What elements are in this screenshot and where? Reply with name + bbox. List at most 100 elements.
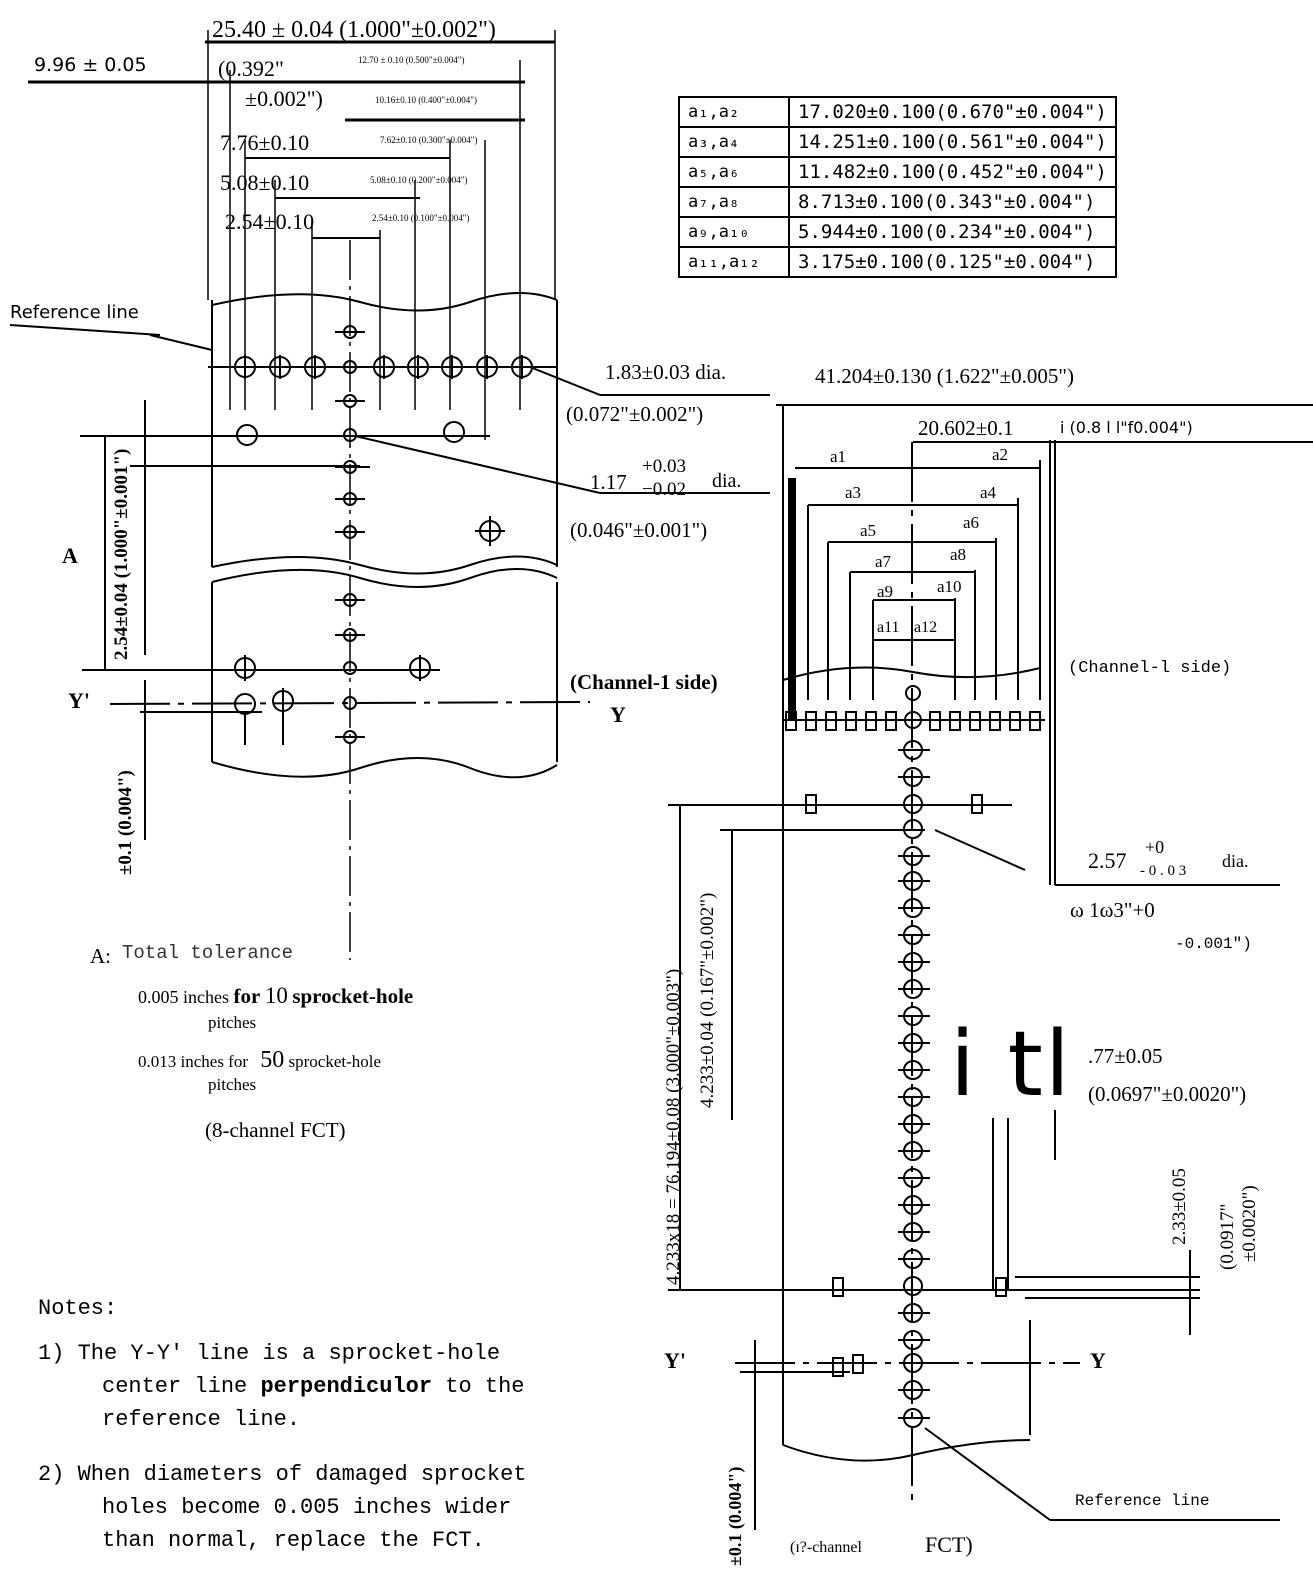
label-a6: a6 [963,513,980,532]
dim-vertical-tol-right: ±0.1 (0.004") [725,1466,745,1566]
label-a8: a8 [950,545,967,564]
label-a10: a10 [937,577,962,596]
caption-line2-sub: pitches [208,1075,257,1094]
caption-line1-tail: sprocket-hole [292,984,414,1008]
caption-line2: 0.013 inches for 50 sprocket-hole [138,1048,381,1072]
note-1-text-c: to the [445,1374,525,1399]
dim-hole-1-17-dia: dia. [712,470,742,492]
dim-41-204: 41.204±0.130 (1.622"±0.005") [815,364,1074,388]
y-prime-right: Y' [664,1348,686,1373]
y-prime-left: Y' [68,688,90,713]
dim-hole-2-57-dia: dia. [1222,851,1249,871]
left-tape-outline [211,292,558,779]
dim-2-33-in2: ±0.0020") [1239,1185,1260,1262]
label-a5: a5 [860,521,877,540]
dim-4-233: 4.233±0.04 (0.167"±0.002") [697,892,718,1108]
dim-5-08-small: 5.08±0.10 (0.200"±0.004") [370,175,468,185]
right-data-holes [668,685,1280,1530]
label-a3: a3 [845,483,862,502]
right-sprocket-holes [898,740,930,1428]
dim-hole-2-57-in: ω 1ω3"+0 [1070,898,1155,922]
notes-block: Notes: 1) The Y-Y' line is a sprocket-ho… [38,1292,526,1557]
channel-1-side-right: (Channel-l side) [1068,659,1232,678]
dim-1-77-in: (0.0697"±0.0020") [1088,1082,1247,1106]
table-key: a₁,a₂ [678,96,790,128]
table-key: a₁₁,a₁₂ [678,246,790,278]
dim-hole-1-83: 1.83±0.03 dia. [605,360,727,384]
table-value: 3.175±0.100(0.125"±0.004") [788,246,1117,278]
note-2-line-a: 2) When diameters of damaged sprocket [38,1462,527,1487]
label-a11: a11 [877,619,900,636]
table-value: 5.944±0.100(0.234"±0.004") [788,216,1117,248]
label-a12: a12 [914,619,938,636]
dim-1-77: .77±0.05 [1088,1044,1163,1068]
caption-12-channel: (ɪ?-channel [790,1539,862,1556]
note-1-text-b: center line [102,1374,248,1399]
caption-a-label: A: [90,944,111,968]
dim-vertical-tol-left: ±0.1 (0.004") [115,770,136,875]
caption-line1-sub: pitches [208,1013,257,1032]
caption-line1-for: for [233,984,261,1008]
dim-hole-1-17-up: +0.03 [642,456,686,477]
dim-20-602-tail: i (0.8 l l"f0.004") [1060,418,1193,437]
label-a: A [62,543,78,568]
note-1-line-d: reference line. [102,1407,301,1432]
table-key: a₉,a₁₀ [678,216,790,248]
dim-2-54-small: 2.54±0.10 (0.100"±0.004") [372,213,470,223]
big-mark: i tl [950,1012,1072,1117]
note-1-bold: perpendiculor [260,1374,433,1399]
table-key: a₅,a₆ [678,156,790,188]
dim-25-40: 25.40 ± 0.04 (1.000"±0.002") [212,17,496,43]
dim-5-08: 5.08±0.10 [220,170,310,195]
caption-line1-val: 0.005 [138,987,179,1007]
dim-0-002: ±0.002") [245,86,323,111]
dim-hole-1-17-in: (0.046"±0.001") [570,518,708,542]
dim-2-33-in: (0.0917" [1217,1203,1238,1270]
note-1-line-b: center line perpendiculor to the [38,1370,526,1403]
dim-2-33: 2.33±0.05 [1169,1168,1190,1245]
dim-20-602: 20.602±0.1 [918,416,1014,440]
label-a9: a9 [877,582,894,601]
caption-total-tolerance: Total tolerance [122,942,294,964]
caption-line1: 0.005 inches for 10 sprocket-hole [138,984,413,1007]
dim-hole-1-83-in: (0.072"±0.002") [566,402,704,426]
dim-12-70: 12.70 ± 0.10 (0.500"±0.004") [358,55,465,65]
caption-line1-num: 10 [264,983,288,1008]
dim-hole-2-57-in2: -0.001") [1175,935,1252,953]
table-value: 11.482±0.100(0.452"±0.004") [788,156,1117,188]
table-key: a₃,a₄ [678,126,790,158]
table-key: a₇,a₈ [678,186,790,218]
dim-hole-2-57-dn: - 0 . 0 3 [1140,863,1187,879]
channel-1-side-left: (Channel-1 side) [570,670,718,694]
table-value: 14.251±0.100(0.561"±0.004") [788,126,1117,158]
dim-7-76: 7.76±0.10 [220,130,310,155]
y-right: Y [1090,1348,1106,1373]
note-1-line-a: 1) The Y-Y' line is a sprocket-hole [38,1341,501,1366]
caption-line1-mid: inches [183,987,229,1007]
dim-9-96: 9.96 ± 0.05 [34,54,147,76]
note-2-line-c: than normal, replace the FCT. [102,1528,485,1553]
reference-line-label-right: Reference line [1075,1492,1210,1510]
dim-10-16: 10.16±0.10 (0.400"±0.004") [375,95,477,105]
caption-line2-tail: sprocket-hole [288,1052,382,1071]
label-a1: a1 [830,447,847,466]
table-value: 17.020±0.100(0.670"±0.004") [788,96,1117,128]
dim-hole-1-17: 1.17 [590,470,627,494]
dim-hole-1-17-dn: −0.02 [642,479,686,500]
table-value: 8.713±0.100(0.343"±0.004") [788,186,1117,218]
y-left: Y [610,702,626,727]
caption-8-channel-fct: (8-channel FCT) [205,1118,346,1142]
label-a2: a2 [992,445,1009,464]
dim-vertical-pitch: 2.54±0.04 (1.000"±0.001") [111,448,132,660]
dim-7-62: 7.62±0.10 (0.300"±0.004") [380,135,478,145]
caption-line2-text: 0.013 inches for [138,1052,249,1071]
dim-hole-2-57: 2.57 [1088,848,1127,873]
reference-line-label-left: Reference line [10,302,139,323]
